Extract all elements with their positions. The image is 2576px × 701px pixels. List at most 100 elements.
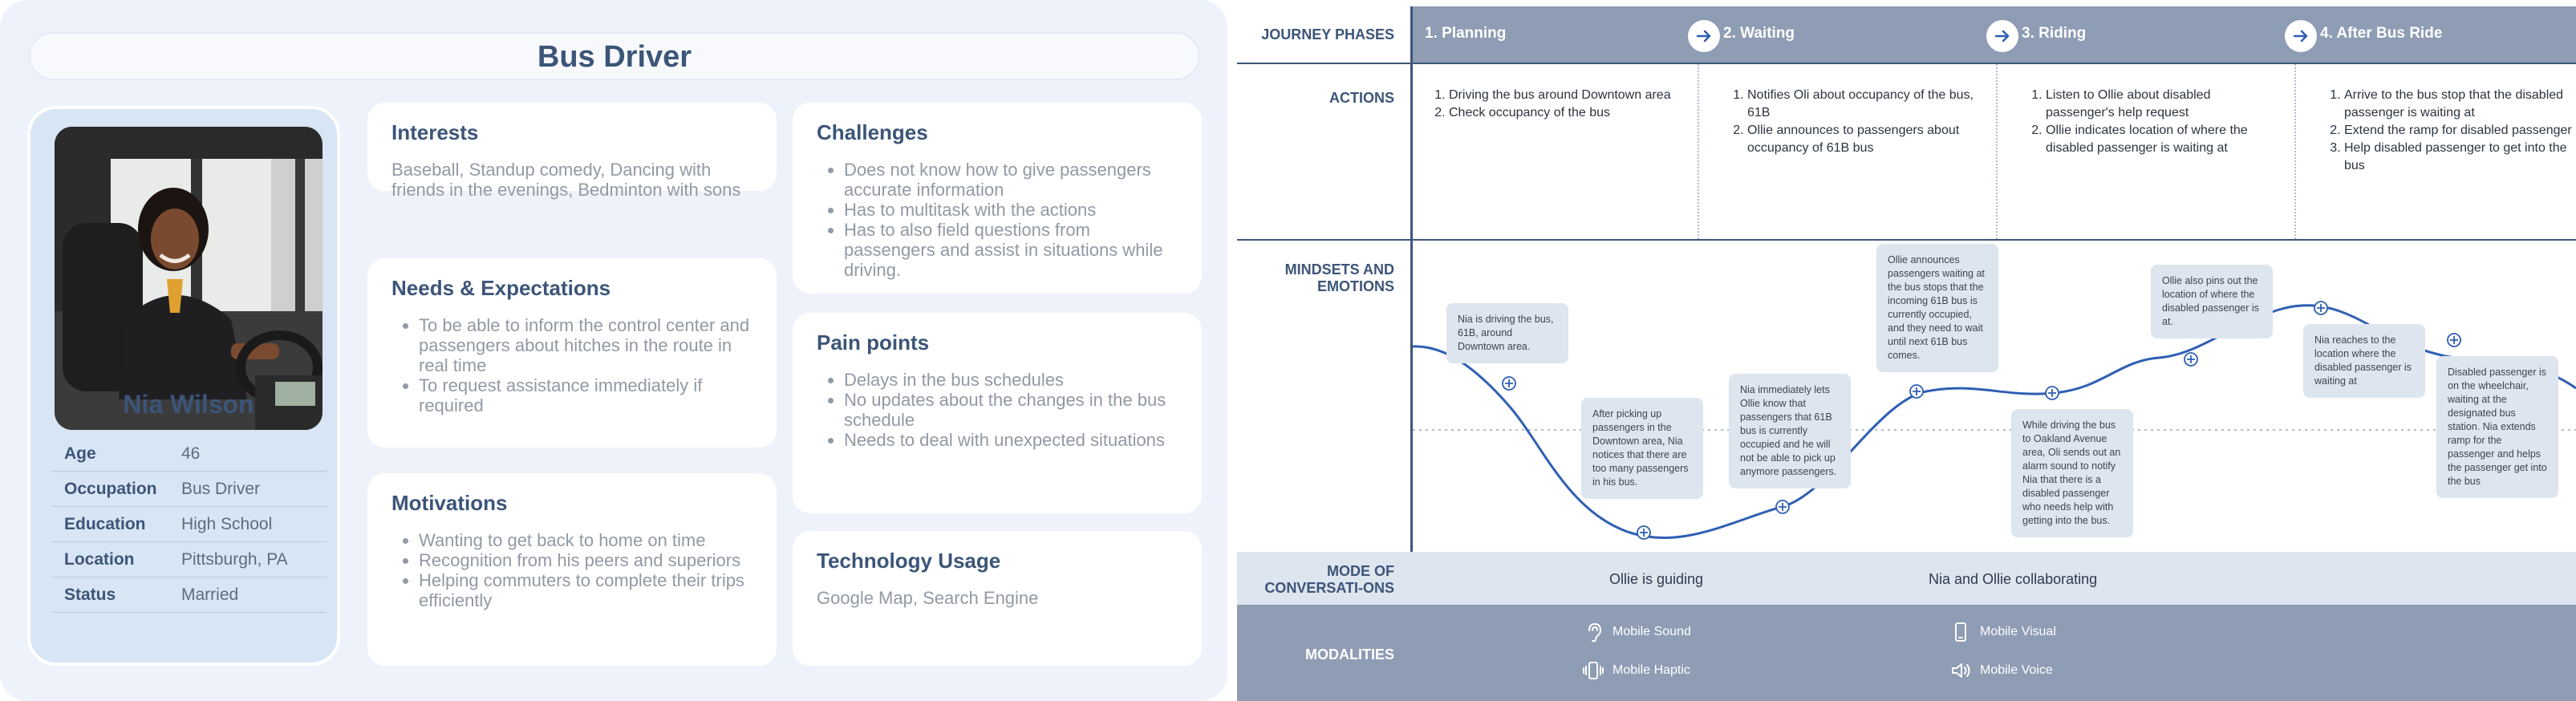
emotion-note: Ollie also pins out the location of wher… (2151, 265, 2273, 338)
card-title: Pain points (817, 330, 930, 355)
persona-photo (55, 127, 323, 430)
card-list: Wanting to get back to home on time Reco… (391, 530, 753, 610)
modality-label: Mobile Visual (1980, 625, 2056, 638)
fact-row-education: Education High School (51, 507, 327, 542)
persona-facts: Age 46 Occupation Bus Driver Education H… (51, 436, 327, 613)
row-label-mode: MODE OF CONVERSATI-ONS (1264, 563, 1394, 596)
needs-card: Needs & Expectations To be able to infor… (367, 258, 777, 448)
arrow-right-icon (1986, 20, 2018, 52)
fact-value: Bus Driver (181, 479, 261, 498)
list-item: Delays in the bus schedules (844, 370, 1178, 390)
fact-value: High School (181, 514, 273, 533)
phase-1-name: 1. Planning (1425, 25, 1507, 42)
modality-mobile-haptic: Mobile Haptic (1582, 659, 1690, 682)
action-item: Extend the ramp for disabled passenger (2344, 122, 2576, 140)
action-item: Ollie indicates location of where the di… (2046, 122, 2278, 157)
list-item: Needs to deal with unexpected situations (844, 430, 1178, 450)
card-title: Interests (391, 120, 479, 144)
pain-points-card: Pain points Delays in the bus schedules … (793, 313, 1202, 513)
fact-value: Pittsburgh, PA (181, 549, 288, 569)
list-item: Recognition from his peers and superiors (419, 550, 753, 570)
card-title: Motivations (391, 491, 508, 515)
persona-title: Bus Driver (537, 40, 692, 74)
curve-point-markers (1502, 301, 2461, 540)
technology-card: Technology Usage Google Map, Search Engi… (793, 531, 1202, 666)
card-title: Needs & Expectations (391, 276, 611, 300)
phase-header: 1. Planning 2. Waiting 3. Riding 4. Afte… (1412, 6, 2576, 63)
fact-label: Occupation (64, 479, 157, 498)
card-list: Delays in the bus schedules No updates a… (817, 370, 1178, 450)
fact-row-status: Status Married (51, 577, 327, 613)
modalities-row: MODALITIES Mobile Sound Mobile Haptic Mo… (1237, 605, 2576, 701)
phase-3-name: 3. Riding (2022, 25, 2087, 42)
row-label-phases: JOURNEY PHASES (1261, 26, 1394, 43)
fact-value: 46 (181, 444, 201, 463)
actions-cell-after-ride: Arrive to the bus stop that the disabled… (2320, 87, 2576, 175)
list-item: Has to also field questions from passeng… (844, 220, 1178, 280)
speaker-icon (1952, 663, 1970, 678)
fact-label: Location (64, 549, 135, 569)
label-column-divider (1410, 6, 1413, 552)
emotion-note: Disabled passenger is on the wheelchair,… (2436, 356, 2558, 498)
list-item: Does not know how to give passengers acc… (844, 160, 1178, 200)
arrow-right-icon (2285, 20, 2317, 52)
row-label-modalities: MODALITIES (1305, 646, 1394, 663)
modality-mobile-voice: Mobile Voice (1949, 659, 2053, 682)
column-divider (1698, 64, 1699, 239)
phase-4-name: 4. After Bus Ride (2320, 25, 2443, 42)
card-title: Challenges (817, 120, 928, 144)
action-item: Ollie announces to passengers about occu… (1747, 122, 1980, 157)
card-list: Does not know how to give passengers acc… (817, 160, 1178, 280)
emotion-note: Nia immediately lets Ollie know that pas… (1729, 374, 1851, 488)
profile-card: Nia Wilson Age 46 Occupation Bus Driver … (27, 106, 340, 666)
fact-value: Married (181, 585, 239, 604)
modality-mobile-sound: Mobile Sound (1582, 621, 1691, 643)
list-item: No updates about the changes in the bus … (844, 390, 1178, 430)
emotion-note: Nia reaches to the location where the di… (2303, 324, 2425, 398)
action-item: Driving the bus around Downtown area (1449, 87, 1681, 104)
row-divider (1237, 63, 2576, 64)
row-divider (1237, 239, 2576, 241)
list-item: Has to multitask with the actions (844, 200, 1178, 220)
bus-driver-photo-illustration (55, 127, 323, 430)
action-item: Listen to Ollie about disabled passenger… (2046, 87, 2278, 122)
phases-label-cell: JOURNEY PHASES (1237, 6, 1410, 63)
actions-cell-waiting: Notifies Oli about occupancy of the bus,… (1723, 87, 1980, 157)
actions-cell-planning: Driving the bus around Downtown area Che… (1425, 87, 1681, 122)
card-text: Baseball, Standup comedy, Dancing with f… (391, 160, 741, 200)
card-text: Google Map, Search Engine (817, 588, 1039, 608)
list-item: Helping commuters to complete their trip… (419, 570, 753, 610)
row-label-actions: ACTIONS (1329, 90, 1394, 106)
column-divider (1996, 64, 1998, 239)
challenges-card: Challenges Does not know how to give pas… (793, 103, 1202, 294)
mode-row: MODE OF CONVERSATI-ONS Ollie is guiding … (1237, 552, 2576, 605)
emotion-note: While driving the bus to Oakland Avenue … (2011, 409, 2133, 537)
ear-icon (1588, 622, 1602, 642)
list-item: To request assistance immediately if req… (419, 375, 753, 415)
vibration-icon (1583, 662, 1604, 679)
emotion-note: After picking up passengers in the Downt… (1581, 398, 1703, 499)
list-item: To be able to inform the control center … (419, 315, 753, 375)
actions-cell-riding: Listen to Ollie about disabled passenger… (2022, 87, 2278, 157)
emotion-note: Ollie announces passengers waiting at th… (1876, 244, 1998, 372)
emotion-note: Nia is driving the bus, 61B, around Down… (1446, 303, 1568, 363)
action-item: Help disabled passenger to get into the … (2344, 140, 2576, 175)
modality-mobile-visual: Mobile Visual (1949, 621, 2056, 643)
modality-label: Mobile Haptic (1613, 663, 1690, 677)
phone-icon (1955, 622, 1966, 642)
action-item: Notifies Oli about occupancy of the bus,… (1747, 87, 1980, 122)
persona-panel: Bus Driver (0, 0, 1227, 701)
emotion-curve-area: Nia is driving the bus, 61B, around Down… (1413, 241, 2576, 552)
fact-row-occupation: Occupation Bus Driver (51, 472, 327, 507)
fact-row-age: Age 46 (51, 436, 327, 472)
card-list: To be able to inform the control center … (391, 315, 753, 415)
modality-label: Mobile Voice (1980, 663, 2053, 677)
column-divider (2294, 64, 2296, 239)
phase-2-name: 2. Waiting (1723, 25, 1795, 42)
card-title: Technology Usage (817, 549, 1001, 573)
interests-card: Interests Baseball, Standup comedy, Danc… (367, 103, 777, 200)
motivations-card: Motivations Wanting to get back to home … (367, 473, 777, 666)
arrow-right-icon (1688, 20, 1720, 52)
mode-text: Ollie is guiding (1609, 571, 1704, 587)
modality-label: Mobile Sound (1613, 625, 1691, 638)
